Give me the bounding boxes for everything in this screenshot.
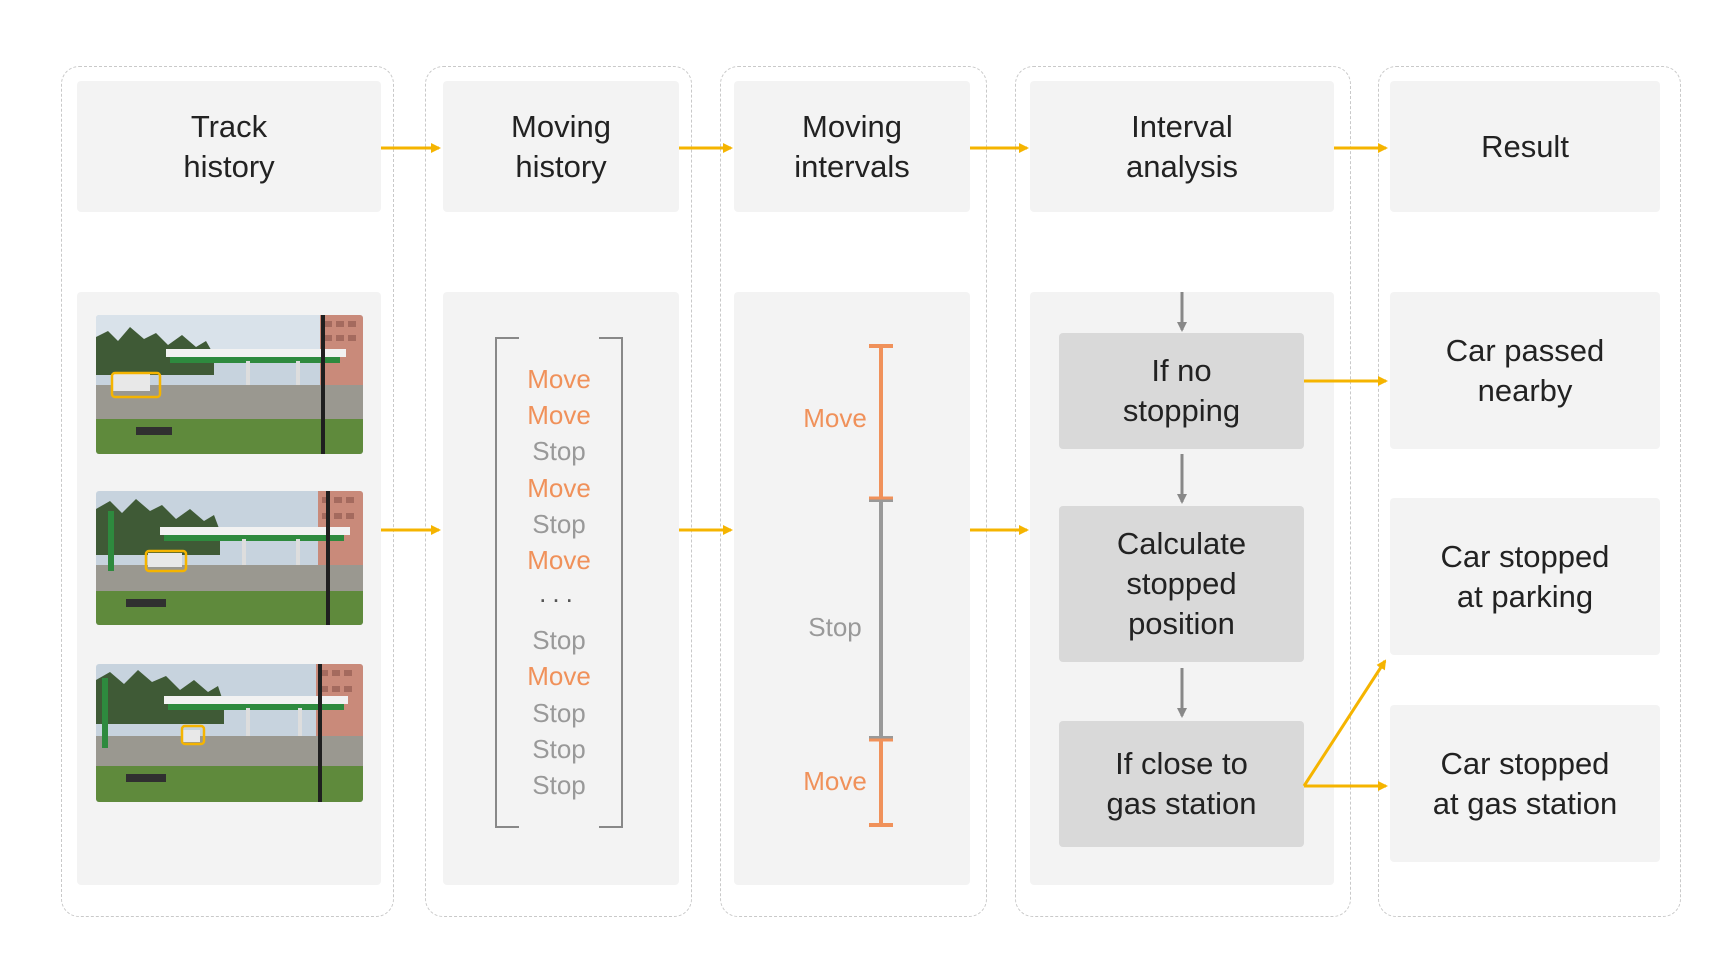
header-moving-history: Moving history — [443, 81, 679, 212]
analysis-if-no-stopping-label: If no stopping — [1122, 353, 1241, 428]
panel-moving-intervals — [734, 292, 970, 885]
result-car-passed: Car passed nearby — [1390, 292, 1660, 449]
result-car-parking: Car stopped at parking — [1390, 498, 1660, 655]
history-item-stop: Stop — [532, 733, 586, 764]
arrow-to-parking — [1302, 659, 1387, 787]
header-result: Result — [1390, 81, 1660, 212]
history-item-stop: Stop — [532, 436, 586, 467]
result-car-parking-label: Car stopped at parking — [1440, 538, 1610, 614]
history-item-move: Move — [527, 400, 591, 431]
history-bracket-right — [599, 337, 623, 828]
track-frame-1 — [96, 315, 363, 454]
history-item-stop: Stop — [532, 769, 586, 800]
history-item-move: Move — [527, 544, 591, 575]
header-result-label: Result — [1481, 128, 1569, 164]
history-bracket-left — [495, 337, 519, 828]
analysis-calculate-position: Calculate stopped position — [1059, 506, 1304, 662]
header-track-history-label: Track history — [183, 108, 275, 184]
header-interval-analysis: Interval analysis — [1030, 81, 1334, 212]
street-frame-image-icon — [96, 315, 363, 454]
result-car-gas-station: Car stopped at gas station — [1390, 705, 1660, 862]
result-car-gas-station-label: Car stopped at gas station — [1432, 745, 1618, 821]
column-track-history — [61, 66, 394, 917]
analysis-if-no-stopping: If no stopping — [1059, 333, 1304, 449]
track-frame-3 — [96, 664, 363, 802]
history-item-stop: Stop — [532, 625, 586, 656]
street-frame-image-icon — [96, 491, 363, 625]
interval-bar-move-bottom — [869, 496, 893, 827]
history-item-move: Move — [527, 472, 591, 503]
analysis-if-close-label: If close to gas station — [1106, 746, 1257, 821]
result-car-passed-label: Car passed nearby — [1445, 332, 1605, 408]
header-moving-history-label: Moving history — [511, 108, 611, 184]
street-frame-image-icon — [96, 664, 363, 802]
header-interval-analysis-label: Interval analysis — [1126, 108, 1238, 184]
history-ellipsis: ... — [539, 578, 579, 609]
history-item-move: Move — [527, 661, 591, 692]
column-moving-history — [425, 66, 692, 917]
header-moving-intervals-label: Moving intervals — [794, 108, 910, 184]
header-track-history: Track history — [77, 81, 381, 212]
analysis-if-close: If close to gas station — [1059, 721, 1304, 847]
interval-bar-stop — [869, 498, 893, 740]
column-interval-analysis — [1015, 66, 1351, 917]
column-moving-intervals — [720, 66, 987, 917]
track-frame-2 — [96, 491, 363, 625]
history-item-stop: Stop — [532, 697, 586, 728]
analysis-calculate-position-label: Calculate stopped position — [1116, 526, 1247, 641]
history-item-stop: Stop — [532, 508, 586, 539]
interval-bar-move-top — [869, 344, 893, 500]
history-item-move: Move — [527, 364, 591, 394]
column-result — [1378, 66, 1681, 917]
interval-move-top-label: Move — [803, 403, 867, 433]
panel-moving-history — [443, 292, 679, 885]
header-moving-intervals: Moving intervals — [734, 81, 970, 212]
interval-move-bottom-label: Move — [803, 766, 867, 796]
interval-stop-label: Stop — [808, 612, 862, 642]
